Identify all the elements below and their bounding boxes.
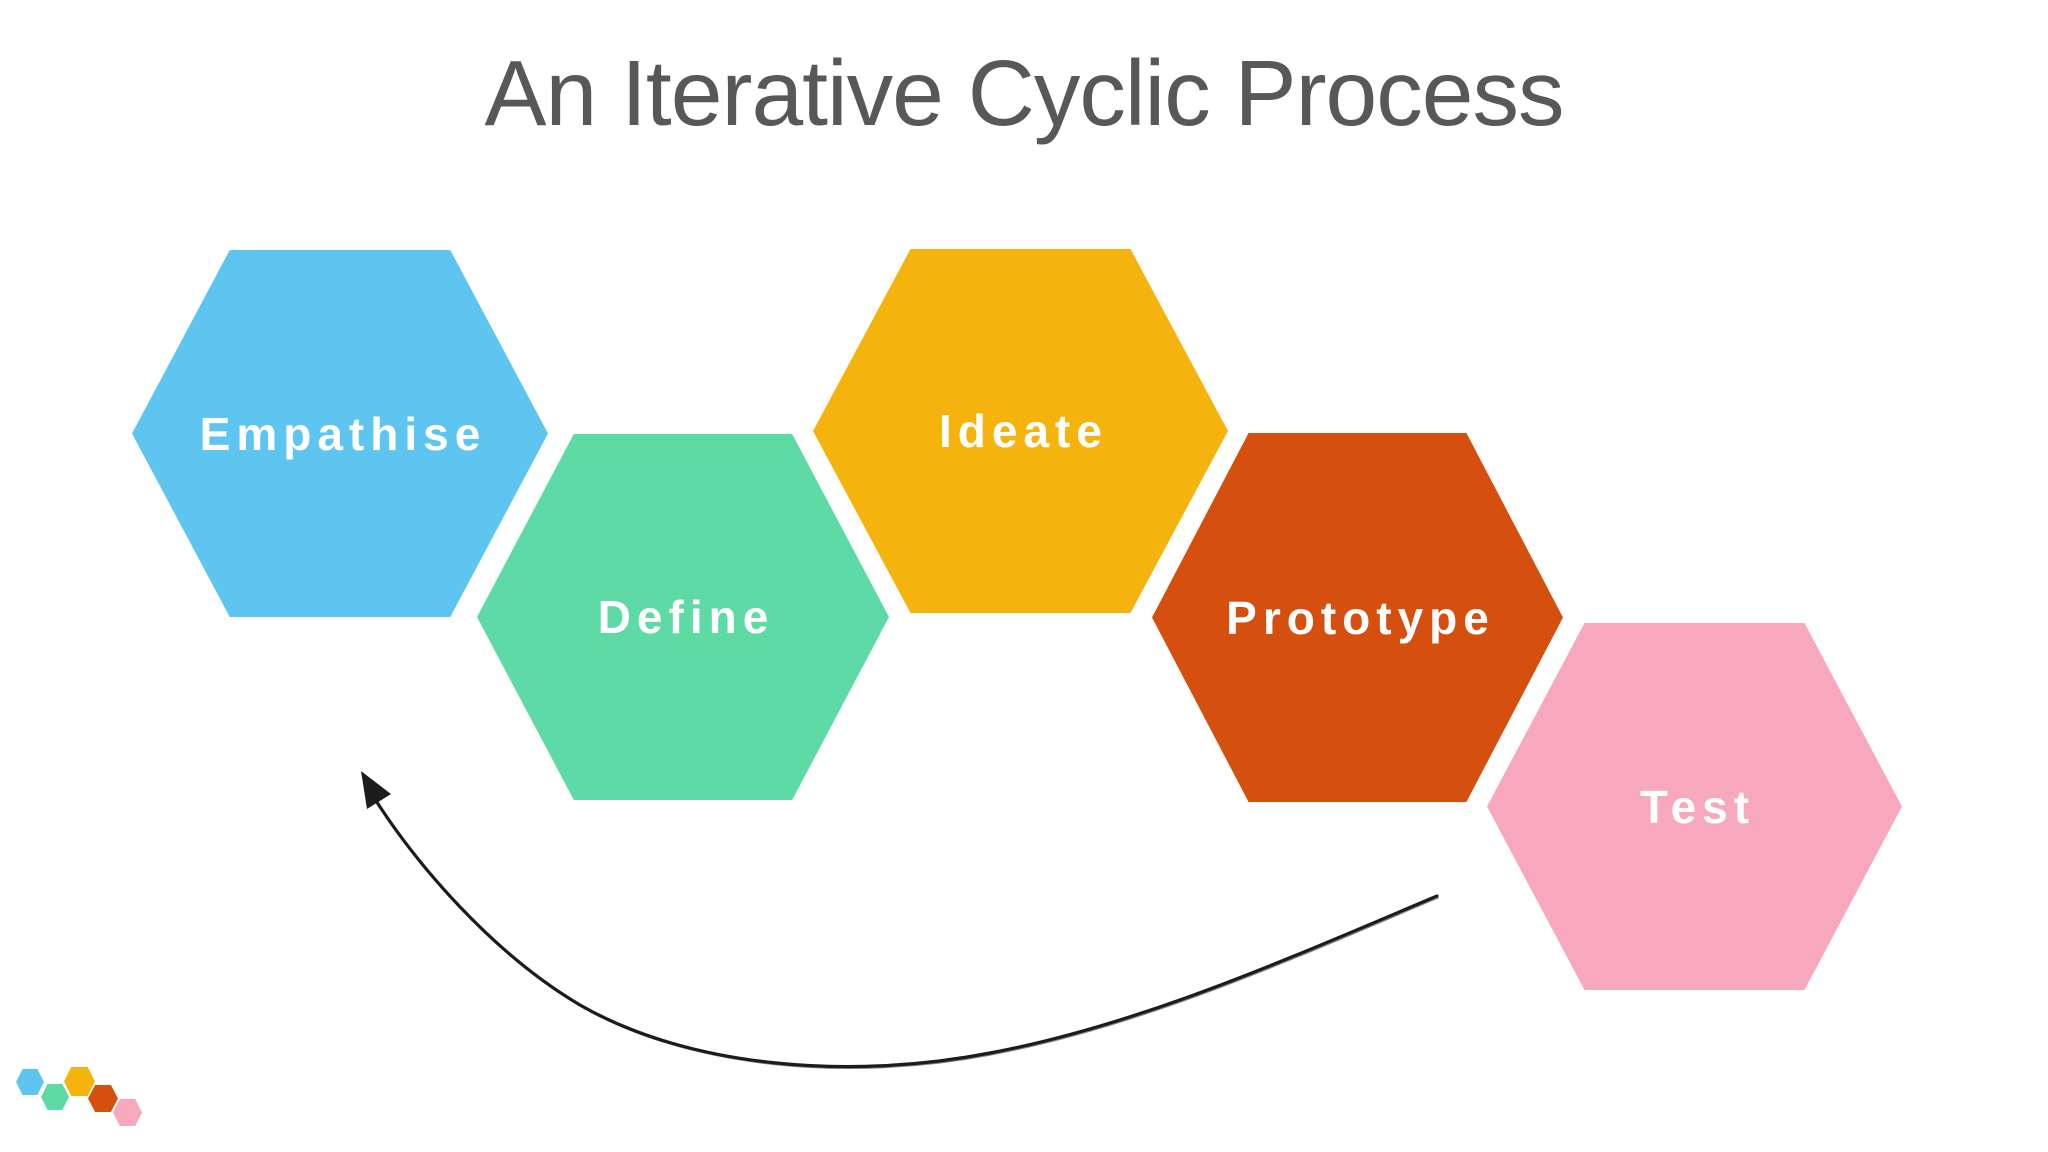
loop-arrow-head [361, 771, 391, 809]
logo-hexagon-green [41, 1084, 69, 1110]
hexagon-ideate: Ideate [813, 249, 1228, 613]
logo-hexagon-amber [64, 1067, 95, 1096]
logo [14, 1064, 144, 1132]
hexagon-empathise: Empathise [132, 250, 548, 617]
hexagon-test-label: Test [1639, 780, 1756, 833]
logo-hexagon-orange [88, 1085, 118, 1112]
hexagon-prototype-label: Prototype [1226, 591, 1495, 644]
hexagon-empathise-label: Empathise [199, 407, 487, 460]
hexagon-ideate-label: Ideate [939, 405, 1108, 457]
hexagon-define-label: Define [597, 591, 775, 643]
hexagon-test: Test [1487, 623, 1902, 990]
slide-title: An Iterative Cyclic Process [484, 41, 1564, 145]
logo-hexagon-pink [113, 1099, 142, 1126]
logo-hexagon-blue [16, 1069, 44, 1095]
loop-arrow-curve [366, 786, 1439, 1069]
hexagon-prototype: Prototype [1152, 433, 1563, 802]
hexagon-define: Define [477, 434, 889, 800]
loop-arrow-curve-sketch [368, 789, 1439, 1070]
